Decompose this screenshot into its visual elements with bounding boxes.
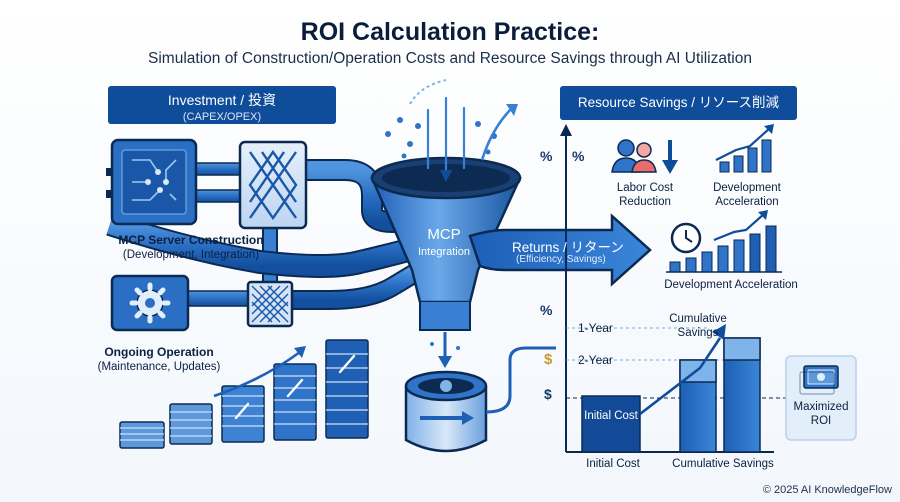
resource-savings-banner: Resource Savings / リソース削減 xyxy=(560,86,797,120)
axis-symbol-3: % xyxy=(540,302,553,318)
construction-sub: (Development, Integration) xyxy=(122,249,260,261)
pipe-network xyxy=(106,159,426,310)
copyright: © 2025 AI KnowledgeFlow xyxy=(762,484,892,496)
server-chip-icon xyxy=(106,138,198,226)
x-label-initial: Initial Cost xyxy=(586,458,640,470)
maximized-roi-label: Maximized ROI xyxy=(793,401,849,427)
maximized-roi-badge xyxy=(785,355,857,441)
tick-1-year: 1-Year xyxy=(578,321,613,335)
investment-banner-sub: (CAPEX/OPEX) xyxy=(182,111,262,123)
dev-acceleration-mid-icon xyxy=(666,210,782,273)
investment-banner-title: Investment / 投資 xyxy=(167,92,277,108)
x-label-cumulative: Cumulative Savings xyxy=(672,458,774,470)
axis-symbol-1: % xyxy=(540,148,553,164)
dev-acceleration-mid-label: Development Acceleration xyxy=(664,279,798,291)
money-stacks-icon xyxy=(119,339,369,449)
integration-grid-icon xyxy=(238,140,308,230)
filter-mesh-icon xyxy=(246,280,294,328)
construction-title: MCP Server Construction xyxy=(118,233,264,247)
cumulative-savings-label: Cumulative Savings xyxy=(669,313,727,339)
returns-title: Returns / リターン xyxy=(512,240,624,255)
operation-gear-icon xyxy=(110,274,190,332)
labor-reduction-icon xyxy=(611,139,678,174)
axis-symbol-2: % xyxy=(572,148,585,164)
returns-arrow xyxy=(468,213,652,287)
axis-symbol-4: $ xyxy=(544,351,553,368)
page-title: ROI Calculation Practice: xyxy=(300,18,600,46)
initial-cost-bar xyxy=(581,395,641,453)
funnel-sub: Integration xyxy=(418,246,470,258)
funnel-title: MCP xyxy=(427,226,461,243)
operation-title: Ongoing Operation xyxy=(104,345,214,359)
axis-symbol-5: $ xyxy=(544,386,552,402)
tick-2-year: 2-Year xyxy=(578,353,613,367)
operation-sub: (Maintenance, Updates) xyxy=(97,361,221,373)
dev-acceleration-top-icon xyxy=(715,124,774,173)
roi-bars xyxy=(581,324,761,453)
initial-cost-bar-label: Initial Cost xyxy=(584,410,638,422)
page-subtitle: Simulation of Construction/Operation Cos… xyxy=(148,50,752,67)
returns-sub: (Efficiency, Savings) xyxy=(516,254,606,265)
storage-cylinder-icon xyxy=(404,346,556,453)
labor-cost-label: Labor Cost Reduction xyxy=(616,182,674,208)
dev-acceleration-top-label: Development Acceleration xyxy=(713,182,781,208)
investment-banner: Investment / 投資 (CAPEX/OPEX) xyxy=(108,86,336,124)
mcp-funnel xyxy=(370,79,522,368)
